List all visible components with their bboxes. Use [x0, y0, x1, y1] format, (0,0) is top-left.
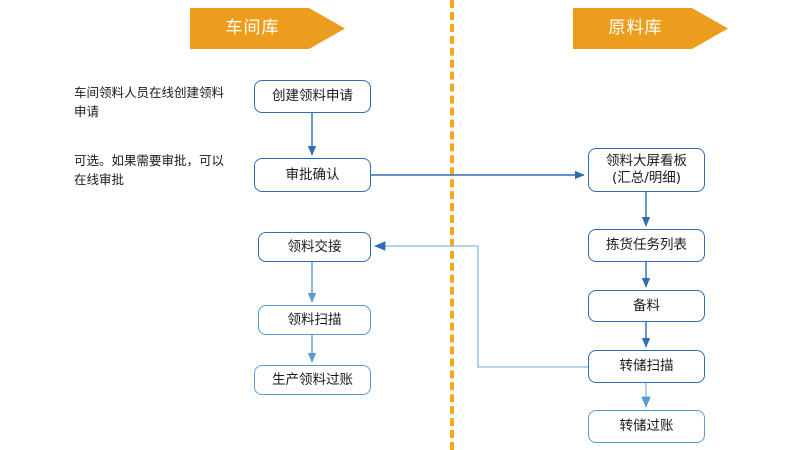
- annotation-approval: 可选。如果需要审批，可以在线审批: [74, 153, 225, 187]
- node-transfer-posting[interactable]: 转储过账: [588, 410, 705, 443]
- connector-transferscan-to-handover: [374, 241, 588, 368]
- node-approve-confirm[interactable]: 审批确认: [254, 158, 371, 192]
- node-transfer-scan[interactable]: 转储扫描: [588, 350, 705, 383]
- node-production-posting[interactable]: 生产领料过账: [254, 365, 371, 395]
- node-material-handover[interactable]: 领料交接: [258, 232, 371, 262]
- node-create-request-label: 创建领料申请: [272, 88, 353, 105]
- lane-banner-right: 原料库: [573, 8, 728, 49]
- node-create-request[interactable]: 创建领料申请: [254, 80, 371, 113]
- node-transfer-scan-label: 转储扫描: [619, 358, 674, 375]
- node-material-handover-label: 领料交接: [287, 238, 342, 255]
- node-production-posting-label: 生产领料过账: [272, 371, 353, 388]
- node-pick-task-list-label: 拣货任务列表: [606, 237, 687, 254]
- node-dashboard-label-line2: (汇总/明细): [611, 170, 682, 186]
- node-material-scan[interactable]: 领料扫描: [258, 305, 371, 335]
- node-prepare-material-label: 备料: [633, 297, 660, 314]
- node-prepare-material[interactable]: 备料: [588, 290, 705, 322]
- lane-banner-right-label: 原料库: [608, 18, 663, 38]
- node-dashboard-label-line1: 领料大屏看板: [606, 153, 687, 170]
- lane-banner-left-label: 车间库: [225, 18, 280, 38]
- annotation-create-request: 车间领料人员在线创建领料申请: [74, 85, 225, 119]
- node-transfer-posting-label: 转储过账: [619, 418, 674, 435]
- lane-divider: [450, 0, 454, 450]
- node-dashboard[interactable]: 领料大屏看板 (汇总/明细): [588, 148, 705, 192]
- lane-banner-left: 车间库: [190, 8, 345, 49]
- node-material-scan-label: 领料扫描: [287, 311, 342, 328]
- node-approve-confirm-label: 审批确认: [285, 166, 340, 183]
- node-pick-task-list[interactable]: 拣货任务列表: [588, 229, 705, 262]
